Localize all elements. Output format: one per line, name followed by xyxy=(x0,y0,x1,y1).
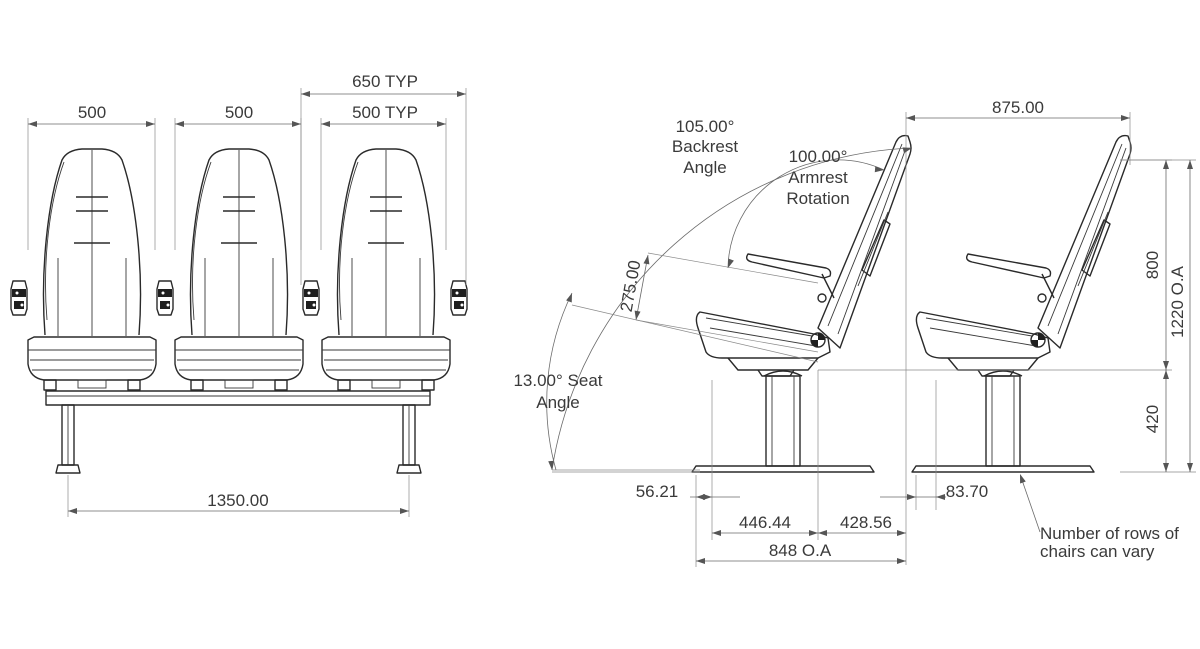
dim-56: 56.21 xyxy=(636,380,740,567)
dim-500-middle-label: 500 xyxy=(225,103,253,122)
rows-note-line1: Number of rows of xyxy=(1040,524,1179,543)
left-leg xyxy=(55,404,81,474)
armrest-3 xyxy=(302,280,320,316)
dim-275: 275.00 xyxy=(617,252,819,353)
armrest-4 xyxy=(450,280,468,316)
dim-500-middle: 500 xyxy=(174,103,302,250)
armrest-rotation-value: 100.00° xyxy=(789,147,848,166)
dim-420: 420 xyxy=(1143,370,1169,472)
seat-front-middle xyxy=(174,148,304,391)
right-leg xyxy=(396,404,422,474)
dim-500-left-label: 500 xyxy=(78,103,106,122)
backrest-angle-line1: Backrest xyxy=(672,137,738,156)
dim-428-label: 428.56 xyxy=(840,513,892,532)
dim-800-label: 800 xyxy=(1143,251,1162,279)
dim-500-typ: 500 TYP xyxy=(320,103,447,250)
armrest-2 xyxy=(156,280,174,316)
seat-angle-arc: 13.00° Seat Angle xyxy=(513,291,819,471)
seat-front-right xyxy=(321,148,451,391)
dim-1220-oa: 1220 O.A xyxy=(1120,159,1196,473)
dim-420-label: 420 xyxy=(1143,405,1162,433)
rows-note: Number of rows of chairs can vary xyxy=(1017,473,1179,561)
dim-848-label: 848 O.A xyxy=(769,541,832,560)
backrest-angle-value: 105.00° xyxy=(676,117,735,136)
dim-500-left: 500 xyxy=(27,103,156,250)
side-view: 875.00 800 1220 O.A 420 xyxy=(513,98,1196,567)
dim-1220-label: 1220 O.A xyxy=(1168,265,1187,337)
dim-875: 875.00 xyxy=(905,98,1131,165)
dim-83: 83.70 xyxy=(880,380,988,510)
dim-446-label: 446.44 xyxy=(739,513,791,532)
mounting-beam xyxy=(45,390,431,406)
dim-446: 446.44 xyxy=(712,513,818,536)
armrest-rotation-line2: Rotation xyxy=(786,189,849,208)
dim-500-typ-label: 500 TYP xyxy=(352,103,418,122)
seat-side-second xyxy=(911,134,1132,473)
dim-1350: 1350.00 xyxy=(67,475,410,517)
seat-angle-line1: 13.00° Seat xyxy=(513,371,602,390)
armrest-1 xyxy=(10,280,28,316)
dim-800: 800 xyxy=(1050,159,1172,371)
front-view: 650 TYP 500 TYP 500 500 xyxy=(10,72,468,517)
armrest-rotation-line1: Armrest xyxy=(788,168,848,187)
dim-650-typ-label: 650 TYP xyxy=(352,72,418,91)
dim-275-label: 275.00 xyxy=(617,259,645,314)
dim-56-label: 56.21 xyxy=(636,482,679,501)
dim-848-oa: 848 O.A xyxy=(696,541,906,564)
seat-angle-line2: Angle xyxy=(536,393,579,412)
armrest-rotation-arc: 100.00° Armrest Rotation xyxy=(725,147,885,270)
dim-875-label: 875.00 xyxy=(992,98,1044,117)
seat-front-left xyxy=(27,148,157,391)
rows-note-line2: chairs can vary xyxy=(1040,542,1155,561)
dim-1350-label: 1350.00 xyxy=(207,491,268,510)
backrest-angle-line2: Angle xyxy=(683,158,726,177)
dim-428: 428.56 xyxy=(818,513,906,536)
backrest-angle-arc: 105.00° Backrest Angle xyxy=(548,117,913,473)
dim-83-label: 83.70 xyxy=(946,482,989,501)
